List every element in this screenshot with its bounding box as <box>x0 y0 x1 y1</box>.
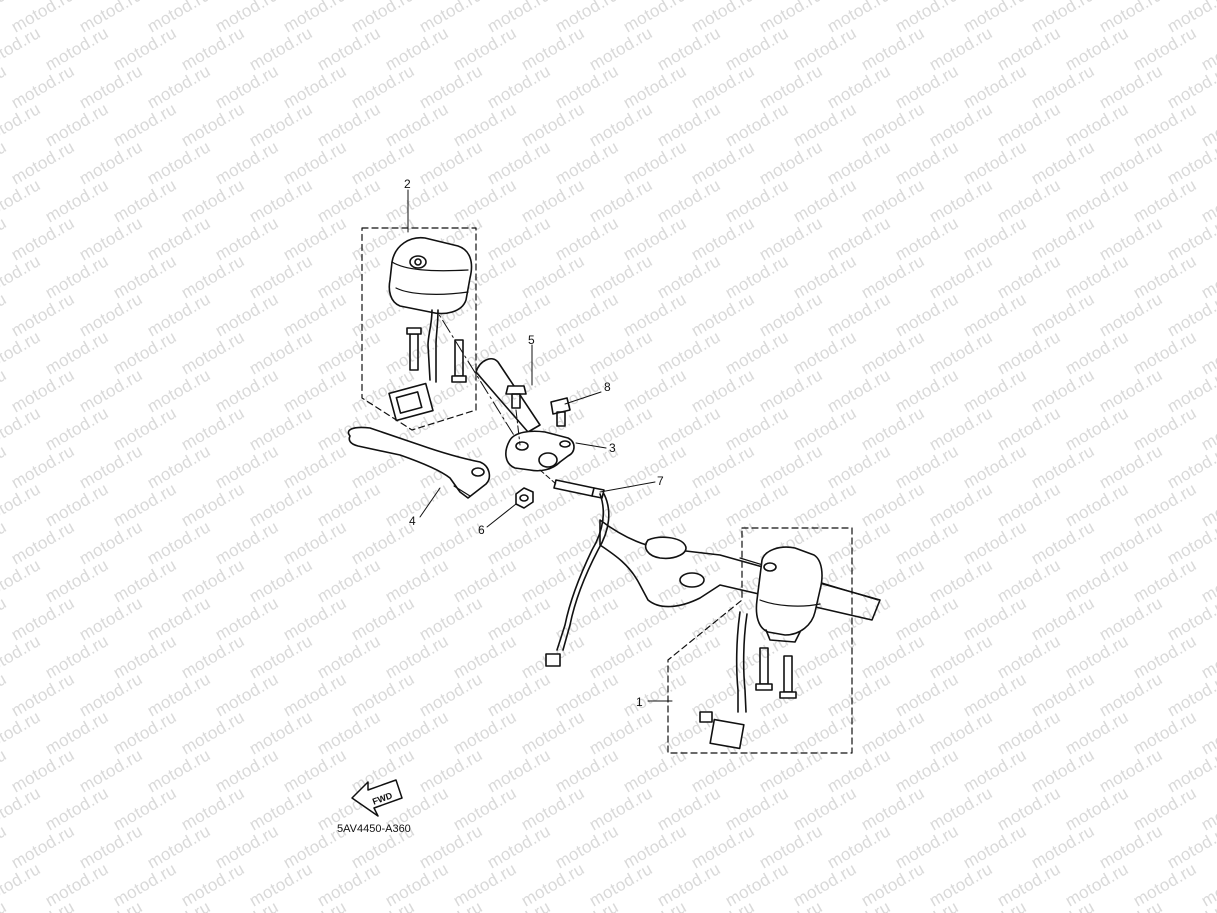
fwd-arrow-icon <box>351 779 403 817</box>
clutch-lever <box>347 426 491 499</box>
switch-screws-left <box>406 327 467 383</box>
bolt-5 <box>505 385 527 446</box>
callout-label-8: 8 <box>604 380 611 394</box>
handlebar <box>599 519 881 621</box>
callout-label-5: 5 <box>528 333 535 347</box>
leader-lines <box>407 189 673 702</box>
left-handlebar-stub <box>429 299 541 446</box>
clutch-switch <box>539 469 610 667</box>
callout-label-3: 3 <box>609 441 616 455</box>
callout-label-6: 6 <box>478 523 485 537</box>
bolt-8 <box>550 397 571 427</box>
callout-label-2: 2 <box>404 177 411 191</box>
lever-holder <box>505 430 575 472</box>
assembly-box-2 <box>361 227 477 431</box>
part-code: 5AV4450-A360 <box>337 823 411 835</box>
handlebar-switch-left <box>388 236 473 422</box>
handlebar-switch-right <box>699 546 823 750</box>
callout-label-1: 1 <box>636 695 643 709</box>
callout-label-7: 7 <box>657 474 664 488</box>
assembly-box-1 <box>667 527 853 754</box>
callout-label-4: 4 <box>409 514 416 528</box>
fwd-label: FWD <box>371 790 394 807</box>
